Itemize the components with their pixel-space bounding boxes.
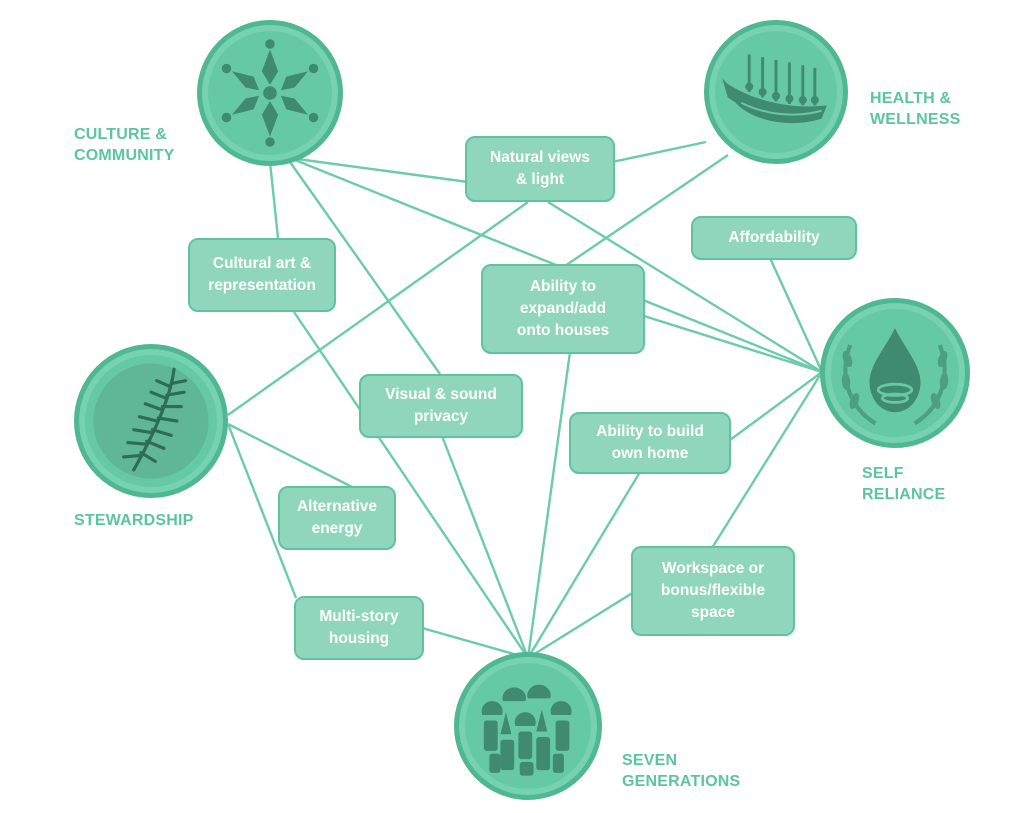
hub-seven-generations: [454, 652, 602, 800]
node-ability-expand-houses: Ability to expand/add onto houses: [481, 264, 645, 354]
hub-stewardship: [74, 344, 228, 498]
edge-seven-gen-expand: [526, 351, 572, 659]
edge-culture-cultural-art: [268, 161, 280, 239]
edge-stewardship-alt-energy: [227, 422, 359, 492]
edge-seven-gen-cultural-art: [293, 311, 529, 659]
node-natural-views-light: Natural views & light: [465, 136, 615, 202]
canoe-icon: [722, 54, 827, 124]
node-alternative-energy: Alternative energy: [278, 486, 396, 550]
hub-self-reliance: [820, 298, 970, 448]
edge-seven-gen-workspace: [527, 590, 635, 660]
edge-natural-views-self-reliance: [547, 200, 823, 374]
edge-culture-natural-views: [289, 156, 469, 184]
hub-label-culture-community: CULTURE & COMMUNITY: [74, 126, 175, 164]
hub-label-seven-generations: SEVEN GENERATIONS: [622, 752, 741, 790]
node-affordability: Affordability: [691, 216, 857, 260]
star-flower-icon: [221, 39, 319, 147]
edge-culture-privacy: [289, 161, 441, 375]
edge-seven-gen-build-home: [526, 471, 642, 659]
edge-health-expand: [561, 154, 729, 269]
edge-health-natural-views: [611, 140, 707, 164]
edge-expand-self-reliance: [643, 314, 823, 374]
hub-culture-community: [197, 20, 343, 166]
cedar-branch-icon: [93, 363, 209, 479]
edge-natural-views-stewardship: [227, 201, 529, 416]
edge-stewardship-multi-story: [226, 423, 298, 599]
node-cultural-art-representation: Cultural art & representation: [188, 238, 336, 312]
node-multi-story-housing: Multi-story housing: [294, 596, 424, 660]
edge-affordability-self-reliance: [768, 257, 824, 373]
hub-label-health-wellness: HEALTH & WELLNESS: [870, 90, 961, 128]
hub-label-self-reliance: SELF RELIANCE: [862, 465, 946, 503]
node-workspace-flexible-space: Workspace or bonus/flexible space: [631, 546, 795, 636]
people-group-icon: [481, 684, 572, 776]
node-visual-sound-privacy: Visual & sound privacy: [359, 374, 523, 438]
node-ability-build-home: Ability to build own home: [569, 412, 731, 474]
hub-label-stewardship: STEWARDSHIP: [74, 512, 194, 529]
edge-seven-gen-privacy: [440, 435, 530, 659]
edge-workspace-self-reliance: [710, 371, 824, 549]
hub-health-wellness: [704, 20, 848, 164]
edge-build-home-self-reliance: [729, 371, 823, 441]
water-drop-icon: [841, 328, 949, 426]
